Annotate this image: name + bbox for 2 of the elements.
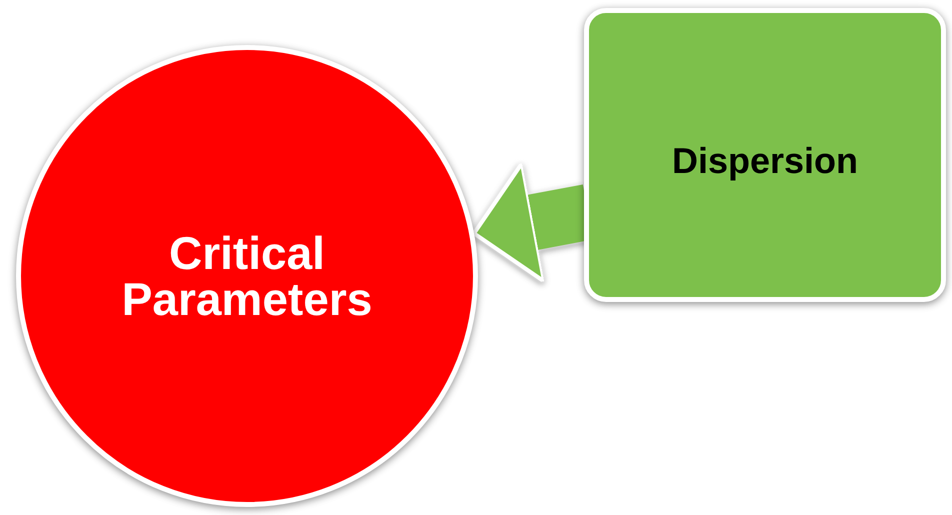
box-label: Dispersion bbox=[672, 141, 858, 181]
circle-label: Critical Parameters bbox=[120, 230, 374, 322]
